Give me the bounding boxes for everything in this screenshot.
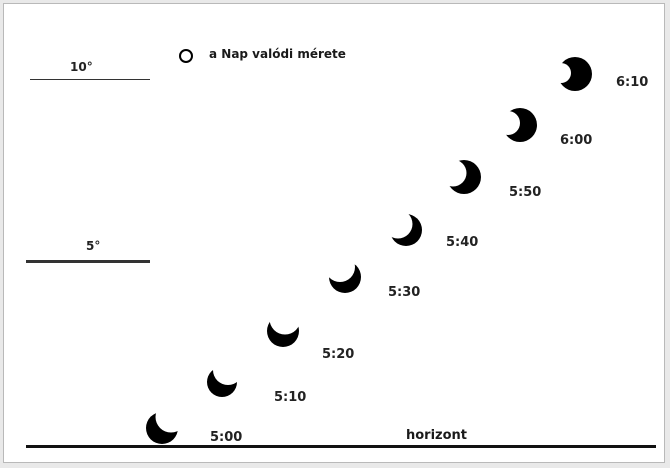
scale-label-5deg: 5° [86, 239, 101, 253]
time-label-600: 6:00 [560, 133, 593, 148]
sun-crescent-550 [447, 160, 481, 194]
scale-label-10deg: 10° [70, 60, 93, 74]
horizon-label: horizont [406, 428, 468, 443]
sun-crescent-500 [146, 412, 178, 444]
time-label-610: 6:10 [616, 75, 649, 90]
time-label-510: 5:10 [274, 390, 307, 405]
sun-phases-layer [146, 57, 592, 444]
sun-crescent-540 [390, 214, 422, 246]
horizon-line [26, 445, 656, 448]
legend-label: a Nap valódi mérete [209, 47, 346, 61]
sun-crescent-610 [558, 57, 592, 91]
sun-crescent-510 [207, 367, 237, 397]
sun-crescent-530 [329, 261, 361, 293]
scale-line-5deg [26, 260, 150, 263]
time-label-500: 5:00 [210, 430, 243, 445]
time-label-520: 5:20 [322, 347, 355, 362]
time-label-530: 5:30 [388, 285, 421, 300]
sun-crescent-600 [503, 108, 537, 142]
time-label-540: 5:40 [446, 235, 479, 250]
time-label-550: 5:50 [509, 185, 542, 200]
diagram-frame: 10° 5° a Nap valódi mérete 5:00 5:10 5:2… [3, 3, 665, 463]
scale-line-10deg [30, 79, 150, 80]
sun-crescent-520 [267, 315, 299, 347]
sun-size-circle-icon [179, 49, 193, 63]
